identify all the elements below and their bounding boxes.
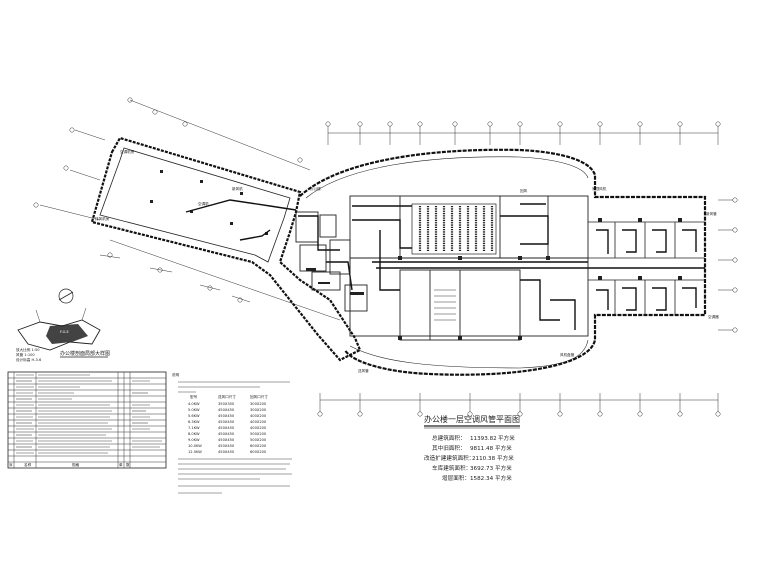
row-return: 600X200: [250, 444, 267, 448]
svg-text:回风: 回风: [520, 188, 528, 193]
row-supply: 450X450: [218, 444, 235, 448]
main-building: 办公楼: [299, 148, 719, 376]
row-supply: 450X450: [218, 408, 235, 412]
area-unit: 平方米: [497, 454, 514, 462]
area-unit: 平方米: [495, 474, 512, 482]
row-supply: 450X450: [218, 414, 235, 418]
row-supply: 450X450: [218, 420, 235, 424]
area-value: 1582.34: [470, 476, 494, 482]
row-return: 500X200: [250, 438, 267, 442]
area-unit: 平方米: [495, 464, 512, 472]
area-label: 改造扩建建筑面积：: [424, 454, 474, 462]
row-model: 12.5KW: [188, 450, 202, 454]
area-label: 总建筑面积：: [432, 434, 466, 442]
notes-col-supply: 送风口尺寸: [218, 394, 236, 399]
svg-text:新风机: 新风机: [232, 186, 243, 191]
area-label: 其中旧面积：: [432, 444, 466, 452]
notes-col-model: 型号: [190, 394, 198, 399]
notes-heading: 说明: [172, 372, 180, 377]
area-unit: 平方米: [498, 434, 515, 442]
eq-footer-spec: 规格: [72, 462, 80, 467]
area-label: 车库建筑面积：: [432, 464, 471, 472]
eq-footer-unit: 单: [119, 462, 123, 467]
row-model: 5.6KW: [188, 414, 200, 418]
area-label: 增层面积：: [442, 474, 470, 482]
area-stats: 总建筑面积： 11393.82 平方米 其中旧面积： 9811.48 平方米 改…: [424, 434, 515, 482]
row-return: 400X200: [250, 426, 267, 430]
detail-note-2: 风管 1:100: [16, 352, 35, 357]
eq-footer-no: 序: [9, 462, 13, 467]
svg-text:吊顶风机: 吊顶风机: [592, 186, 607, 191]
equipment-table: 序 名称 规格 单 数: [7, 371, 167, 469]
detail-caption: 办公楼剖面局部大样图: [60, 350, 110, 357]
area-value: 9811.48: [470, 446, 494, 452]
svg-text:风机盘管: 风机盘管: [560, 352, 575, 357]
notes-col-return: 回风口尺寸: [250, 394, 268, 399]
row-return: 300X200: [250, 408, 267, 412]
row-supply: 450X450: [218, 438, 235, 442]
notes-block: 说明 型号 送风口尺寸 回风口尺寸 4.0KW 350X350 300X200 …: [172, 372, 292, 494]
top-axis-grid: [317, 121, 738, 417]
svg-text:送风管: 送风管: [358, 368, 369, 373]
row-model: 5.0KW: [188, 408, 200, 412]
row-return: 400X200: [250, 414, 267, 418]
row-return: 500X200: [250, 432, 267, 436]
svg-text:F.G.E: F.G.E: [60, 330, 70, 334]
svg-text:空调器: 空调器: [708, 314, 719, 319]
area-value: 11393.82: [470, 436, 497, 442]
eq-footer-name: 名称: [24, 462, 32, 467]
notes-rows: 4.0KW 350X350 300X200 5.0KW 450X450 300X…: [188, 402, 267, 454]
row-model: 10.0KW: [188, 444, 202, 448]
area-unit: 平方米: [495, 444, 512, 452]
row-supply: 450X450: [218, 450, 235, 454]
area-value: 2110.38: [472, 456, 496, 462]
svg-text:办公楼: 办公楼: [310, 186, 321, 191]
row-model: 4.0KW: [188, 402, 200, 406]
title-block: 办公楼一层空调风管平面图 总建筑面积： 11393.82 平方米 其中旧面积： …: [424, 414, 520, 482]
detail-note-1: 放大比例 1:50: [16, 347, 40, 352]
eq-footer-qty: 数: [126, 462, 130, 467]
detail-note-3: 设计标高 H-3.6: [16, 357, 42, 362]
drawing-title: 办公楼一层空调风管平面图: [424, 414, 520, 424]
row-supply: 350X350: [218, 402, 235, 406]
row-return: 300X200: [250, 402, 267, 406]
row-return: 600X200: [250, 450, 267, 454]
svg-text:空调机房: 空调机房: [120, 149, 135, 154]
row-model: 7.1KW: [188, 426, 200, 430]
svg-text:排风机房: 排风机房: [95, 216, 110, 221]
detail-plan: F.G.E 放大比例 1:50 风管 1:100 设计标高 H-3.6 办公楼剖…: [16, 307, 110, 362]
row-model: 9.0KW: [188, 438, 200, 442]
svg-text:空调机: 空调机: [198, 201, 209, 206]
row-supply: 450X450: [218, 432, 235, 436]
row-model: 6.3KW: [188, 420, 200, 424]
svg-text:新风管: 新风管: [706, 211, 717, 216]
area-value: 3692.73: [470, 466, 494, 472]
row-return: 400X200: [250, 420, 267, 424]
row-model: 8.0KW: [188, 432, 200, 436]
row-supply: 450X450: [218, 426, 235, 430]
